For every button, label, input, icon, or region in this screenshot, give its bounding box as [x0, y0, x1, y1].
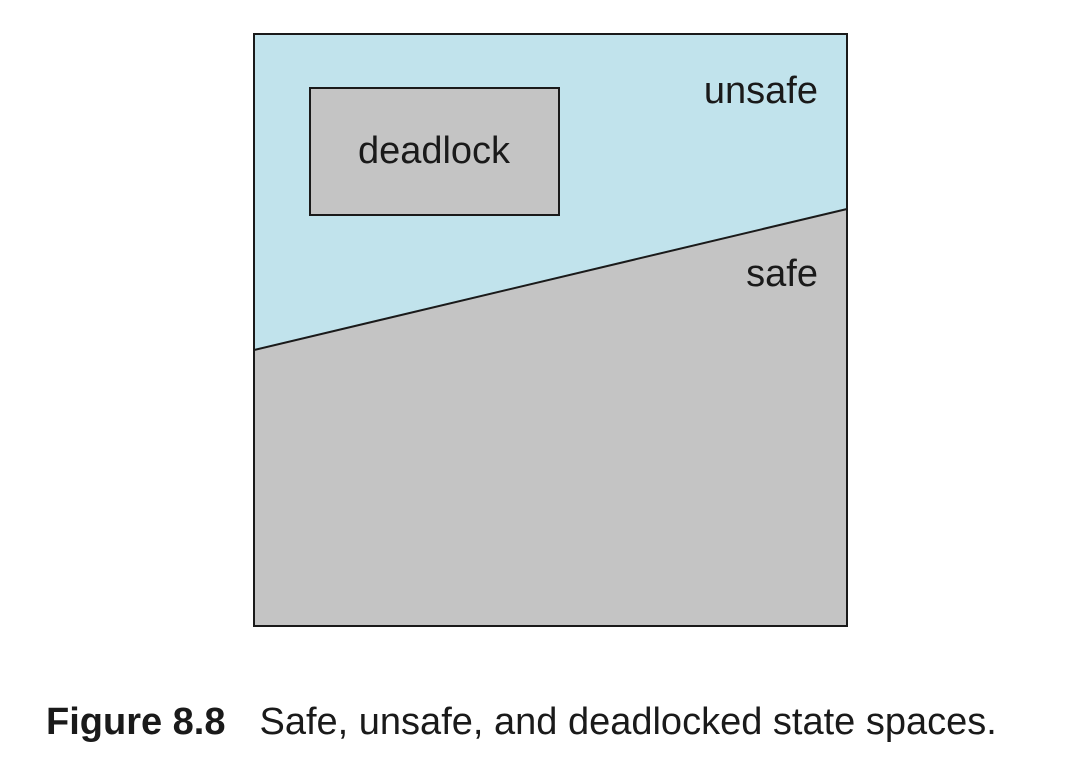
state-space-frame — [253, 33, 848, 627]
safe-label: safe — [746, 253, 818, 295]
safe-unsafe-boundary — [253, 208, 848, 351]
unsafe-label: unsafe — [704, 70, 818, 112]
safe-region — [254, 209, 847, 626]
deadlock-region — [309, 87, 560, 216]
figure-number: Figure 8.8 — [46, 701, 226, 743]
figure-caption: Figure 8.8 Safe, unsafe, and deadlocked s… — [46, 700, 997, 744]
deadlock-label: deadlock — [358, 130, 511, 172]
caption-text: Safe, unsafe, and deadlocked state space… — [259, 701, 997, 743]
